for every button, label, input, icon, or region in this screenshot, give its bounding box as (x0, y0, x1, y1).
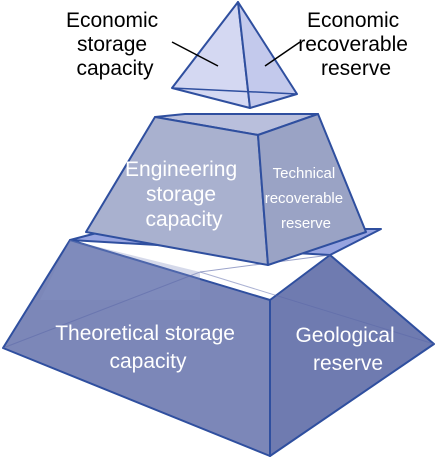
middle-tier-right-face (257, 113, 367, 266)
top-left-label: Economic storage capacity (66, 9, 164, 80)
middle-right-label: Technical recoverable reserve (265, 165, 348, 232)
top-right-leader-line (264, 41, 301, 67)
middle-tier: Engineering storage capacity Technical r… (85, 113, 367, 266)
top-tier: Economic storage capacity Economic recov… (66, 1, 414, 109)
bottom-right-label: Geological reserve (295, 324, 400, 375)
top-tier-right-face (237, 1, 298, 109)
top-tier-back-edge (171, 87, 298, 95)
top-tier-left-face (171, 1, 251, 109)
bottom-left-label: Theoretical storage capacity (55, 322, 241, 373)
bottom-tier-back-shade (40, 240, 200, 300)
bottom-tier-hidden-edge-2 (2, 271, 201, 349)
bottom-tier: Theoretical storage capacity Geological … (2, 228, 435, 457)
top-left-leader-line (171, 41, 219, 67)
bottom-tier-hidden-edge-3 (199, 271, 435, 345)
middle-left-label: Engineering storage capacity (125, 158, 243, 231)
top-right-label: Economic recoverable reserve (298, 9, 414, 80)
